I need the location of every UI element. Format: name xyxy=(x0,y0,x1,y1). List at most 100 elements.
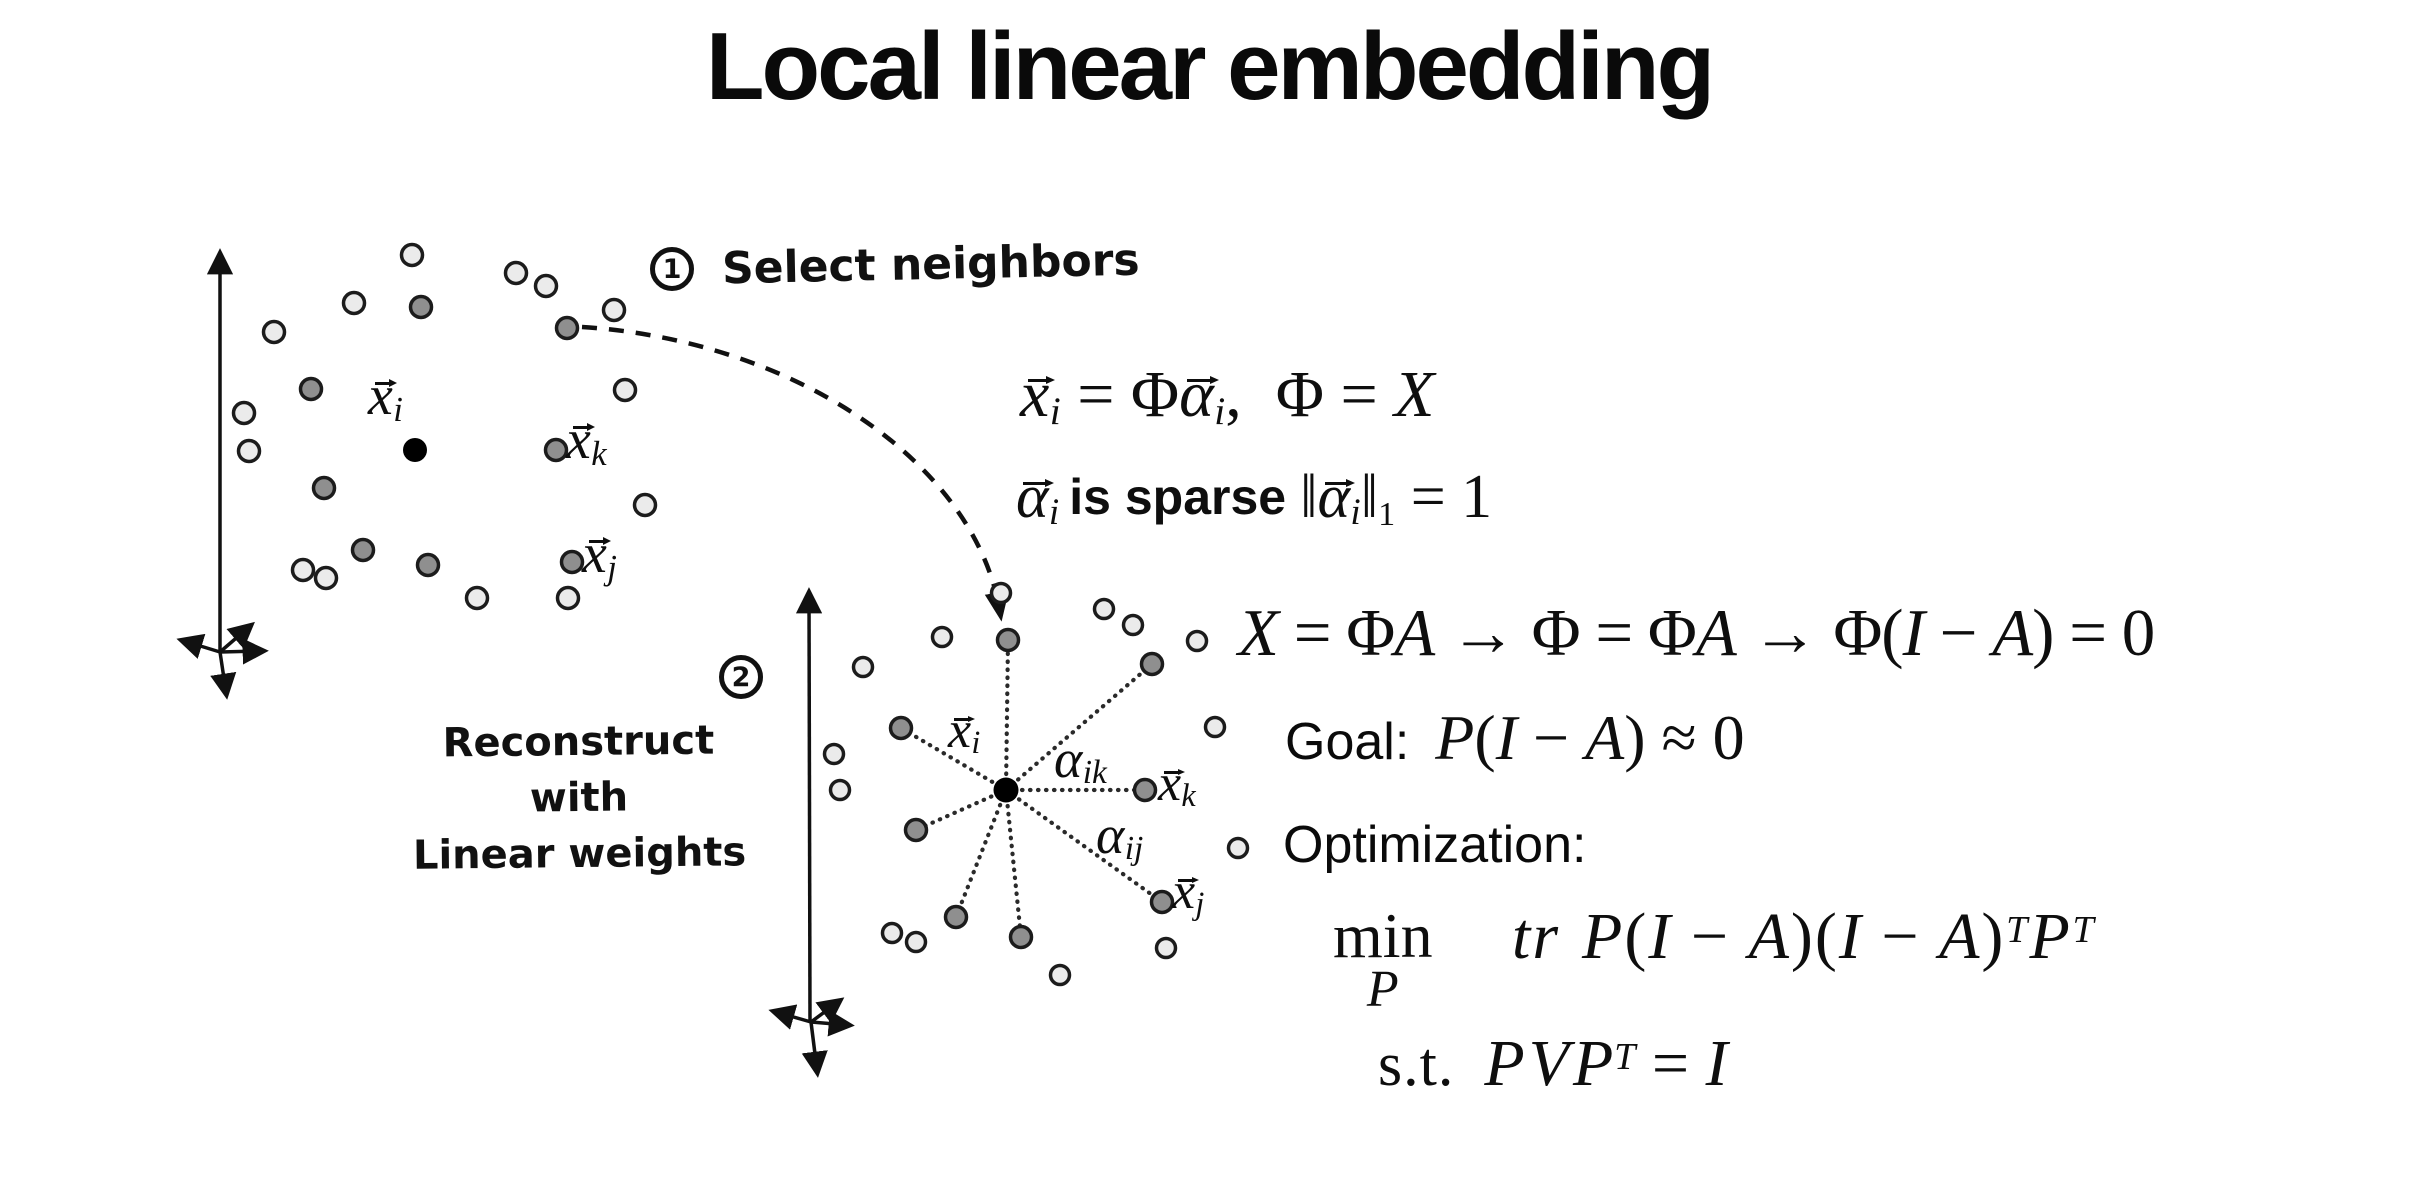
subscript-i: i xyxy=(1350,492,1361,534)
arrow-phi-equals-phi: → Φ = Φ xyxy=(1434,596,1697,670)
plot2-weight-edges xyxy=(898,637,1165,940)
identity-symbol: I xyxy=(1648,900,1673,973)
identity-symbol: I xyxy=(1705,1027,1728,1100)
p-symbol: P xyxy=(1435,702,1475,773)
subscript-ik: ik xyxy=(1082,754,1107,792)
data-point-gray xyxy=(554,315,580,341)
data-point-light xyxy=(1203,715,1227,739)
parens: )( xyxy=(1790,900,1839,973)
step-1-number: 1 xyxy=(662,253,682,285)
data-point-light xyxy=(313,565,339,591)
transpose-sup: T xyxy=(2072,908,2096,951)
plot2-axis-left xyxy=(768,1004,812,1030)
data-point-light xyxy=(1154,936,1178,960)
plot1-axes xyxy=(176,248,269,700)
goal-label: Goal: xyxy=(1285,713,1410,771)
data-point-light xyxy=(1226,836,1250,860)
neighbor-point xyxy=(1132,777,1158,803)
subscript-ij: ij xyxy=(1124,830,1144,868)
p-symbol: P xyxy=(2029,900,2072,973)
x-matrix-symbol: X xyxy=(1394,358,1435,431)
plot1-axis-upright xyxy=(218,621,255,654)
neighbor-point xyxy=(1139,651,1165,677)
data-point-xi xyxy=(403,438,427,462)
data-point-gray xyxy=(311,475,337,501)
min-word: min xyxy=(1333,900,1433,971)
plot1-axis-down xyxy=(210,651,237,700)
plot1-label-xi: xi xyxy=(368,365,403,427)
plot2-vertical-axis xyxy=(795,587,823,1023)
equals: = xyxy=(1635,1027,1706,1100)
data-point-light xyxy=(290,557,316,583)
vector-x-symbol: x xyxy=(1172,863,1200,920)
weight-edge xyxy=(1003,661,1155,793)
equals-phi: = Φ xyxy=(1277,596,1396,670)
minus: − xyxy=(1862,900,1940,973)
weight-edge xyxy=(913,787,1009,833)
plot1-label-xk: xk xyxy=(566,412,607,470)
data-point-gray xyxy=(350,537,376,563)
plot2-axis-down xyxy=(801,1021,828,1078)
a-symbol: A xyxy=(1939,900,1982,973)
data-point-gray xyxy=(408,294,434,320)
subscript-k: k xyxy=(591,433,607,473)
data-point-light xyxy=(851,655,875,679)
alpha-symbol: α xyxy=(1054,729,1083,789)
data-point-light xyxy=(399,242,425,268)
goal-row: Goal:P(I − A) ≈ 0 xyxy=(1285,706,1745,770)
vector-alpha-symbol: α xyxy=(1016,463,1053,531)
alpha-symbol: α xyxy=(1096,805,1125,865)
constraint-row: s.t.PVPT = I xyxy=(1378,1031,1728,1097)
identity-symbol: I xyxy=(1495,702,1518,773)
p-symbol: P xyxy=(1573,1027,1614,1100)
transpose-sup: T xyxy=(2006,908,2030,951)
plot2-label-alpha-ik: αik xyxy=(1054,729,1107,790)
open-paren: ( xyxy=(1624,900,1649,973)
step-2-label: Reconstruct with Linear weights xyxy=(403,712,755,884)
data-point-light xyxy=(880,921,904,945)
plot2-axes xyxy=(768,587,855,1078)
subscript-i: i xyxy=(393,389,403,429)
transpose-sup: T xyxy=(1614,1035,1636,1078)
data-point-light xyxy=(1121,613,1145,637)
plot2-label-xi: xi xyxy=(948,702,981,761)
data-point-light xyxy=(612,377,638,403)
subscript-i: i xyxy=(971,724,981,761)
norm-bar: ‖ xyxy=(1300,463,1318,531)
arrow-phi-paren: → Φ( xyxy=(1735,596,1904,670)
weight-edge xyxy=(1003,787,1165,905)
subscript-j: j xyxy=(607,547,617,587)
vector-alpha-symbol: α xyxy=(1317,463,1355,531)
a-symbol: A xyxy=(1695,596,1737,670)
vector-x-symbol: x xyxy=(1158,755,1186,812)
norm-subscript-1: 1 xyxy=(1378,495,1396,533)
step-1-label: Select neighbors xyxy=(721,234,1141,295)
phi-equals: Φ = xyxy=(1275,358,1395,431)
pv-symbols: PV xyxy=(1484,1027,1573,1100)
subscript-k: k xyxy=(1181,777,1196,814)
approx-zero: ) ≈ 0 xyxy=(1624,702,1745,773)
identity-symbol: I xyxy=(1838,900,1863,973)
step-2-label-line2: Linear weights xyxy=(412,829,747,879)
vector-x-symbol: x xyxy=(948,702,976,759)
a-symbol: A xyxy=(1748,900,1791,973)
plot1-label-xj: xj xyxy=(582,526,617,584)
subscript-i: i xyxy=(1214,388,1226,433)
data-point-light xyxy=(828,778,852,802)
vector-x-symbol: x xyxy=(368,365,398,427)
data-point-light xyxy=(822,742,846,766)
select-neighbors-arrow xyxy=(581,324,1009,622)
equals-zero: ) = 0 xyxy=(2032,596,2155,670)
vector-x-symbol: x xyxy=(1020,358,1055,431)
optimization-row: Optimization: xyxy=(1283,819,1586,872)
data-point-xi xyxy=(993,777,1019,803)
step-2-label-line1: Reconstruct with xyxy=(442,717,715,822)
weight-edge xyxy=(953,787,1009,920)
data-point-gray xyxy=(415,552,441,578)
trace-symbol: tr xyxy=(1512,900,1561,973)
plot2-label-alpha-ij: αij xyxy=(1096,805,1143,866)
plot2-axis-right xyxy=(810,1010,855,1037)
min-subscript-p: P xyxy=(1366,961,1399,1018)
